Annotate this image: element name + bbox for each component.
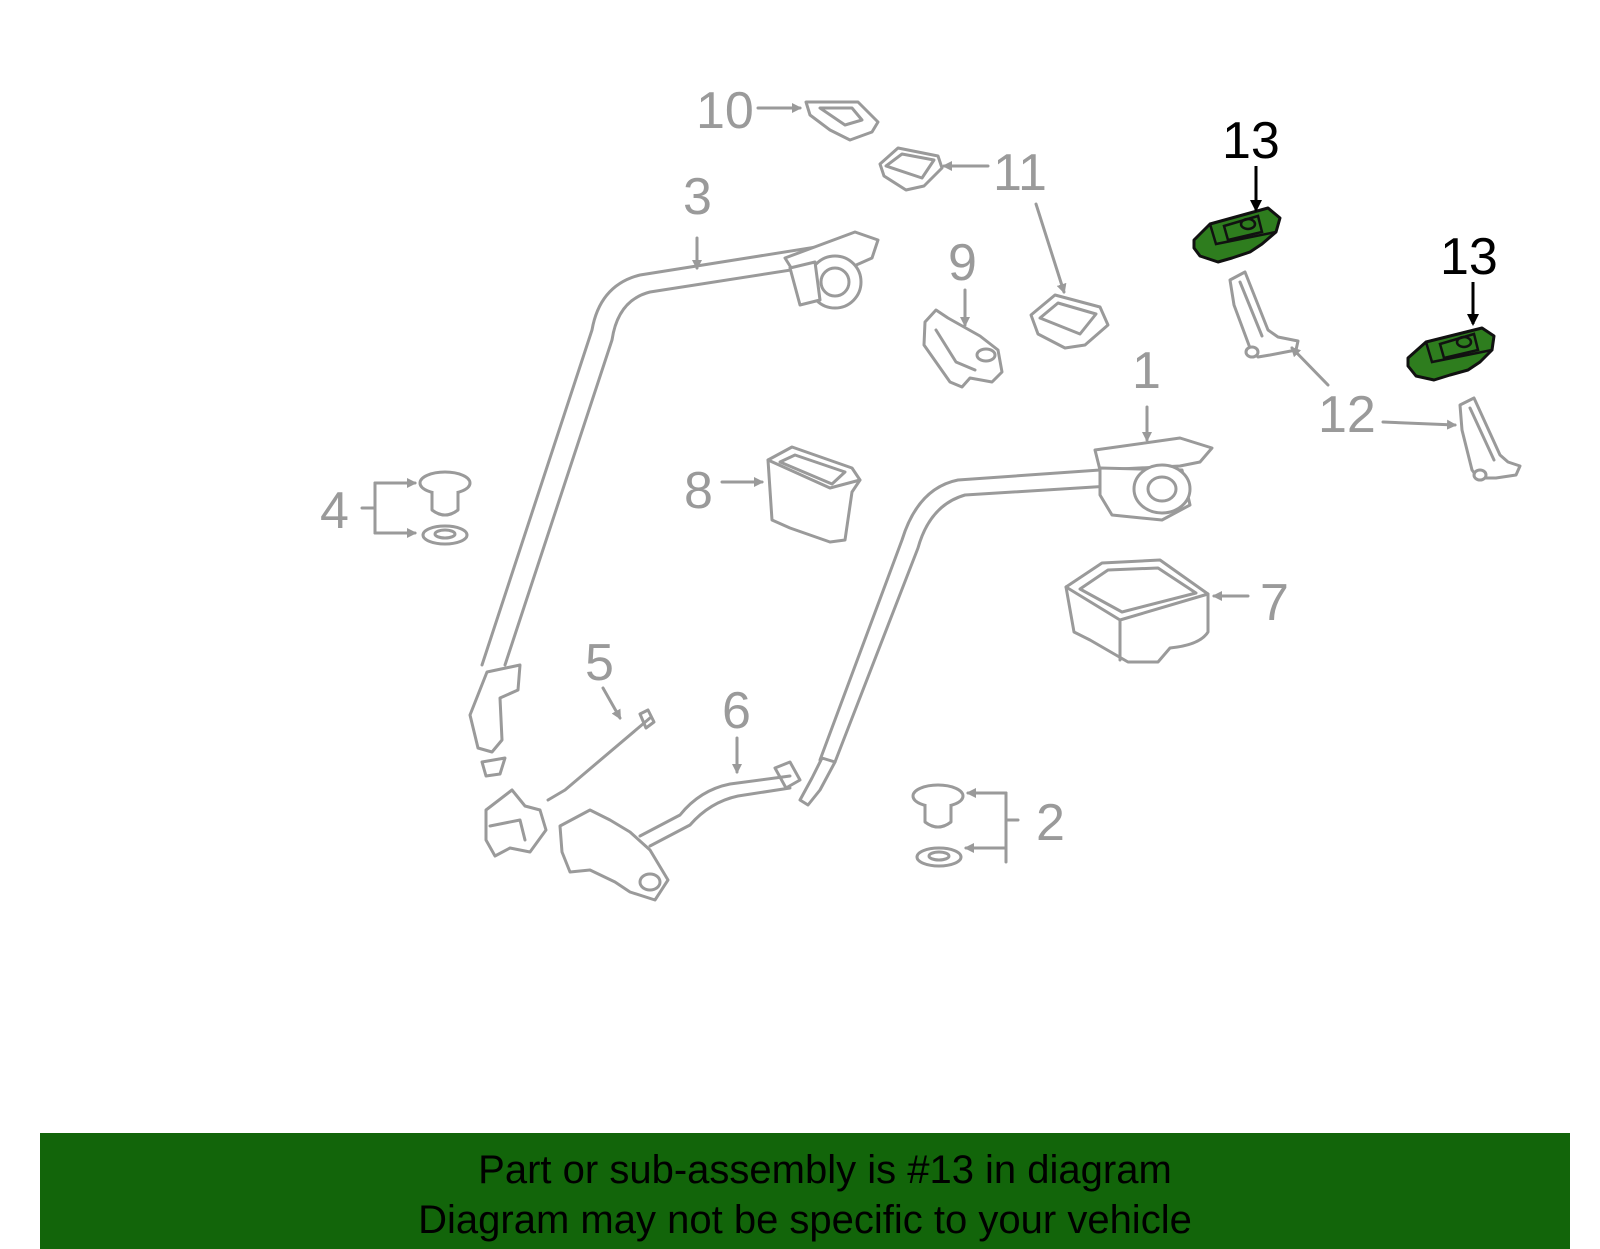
- callout-12: 12: [1318, 386, 1376, 444]
- part-info-banner: Part or sub-assembly is #13 in diagram D…: [40, 1133, 1570, 1249]
- part-13-cover-upper[interactable]: [1192, 206, 1282, 264]
- part-4-clip[interactable]: [418, 470, 472, 546]
- callout-9: 9: [948, 234, 977, 292]
- part-12-guide-lower[interactable]: [1458, 396, 1522, 482]
- banner-line-1: Part or sub-assembly is #13 in diagram: [478, 1148, 1172, 1192]
- callout-7: 7: [1260, 574, 1289, 632]
- callout-1: 1: [1132, 342, 1161, 400]
- part-11-pad-lower[interactable]: [1029, 293, 1110, 350]
- callout-4: 4: [320, 482, 349, 540]
- part-3-seat-belt[interactable]: [468, 230, 880, 778]
- callout-6: 6: [722, 682, 751, 740]
- part-6-buckle[interactable]: [558, 760, 802, 902]
- callout-3: 3: [683, 168, 712, 226]
- part-9-bracket[interactable]: [922, 308, 1004, 389]
- part-11-pad-upper[interactable]: [878, 146, 944, 192]
- callout-13-upper: 13: [1222, 112, 1280, 170]
- callout-13-lower: 13: [1440, 228, 1498, 286]
- part-7-cover[interactable]: [1064, 558, 1210, 664]
- part-8-cover[interactable]: [766, 445, 862, 544]
- callout-10: 10: [696, 82, 754, 140]
- part-12-guide-upper[interactable]: [1228, 270, 1300, 359]
- callout-2: 2: [1036, 794, 1065, 852]
- part-1-seat-belt[interactable]: [798, 436, 1214, 807]
- banner-line-2: Diagram may not be specific to your vehi…: [418, 1198, 1192, 1242]
- part-5-buckle[interactable]: [484, 708, 656, 858]
- leader-lines: [360, 103, 1479, 864]
- callout-11: 11: [993, 144, 1047, 202]
- part-2-clip[interactable]: [911, 783, 965, 868]
- callout-5: 5: [585, 634, 614, 692]
- part-13-cover-lower[interactable]: [1406, 326, 1496, 382]
- callout-8: 8: [684, 462, 713, 520]
- part-10-bezel[interactable]: [804, 100, 880, 142]
